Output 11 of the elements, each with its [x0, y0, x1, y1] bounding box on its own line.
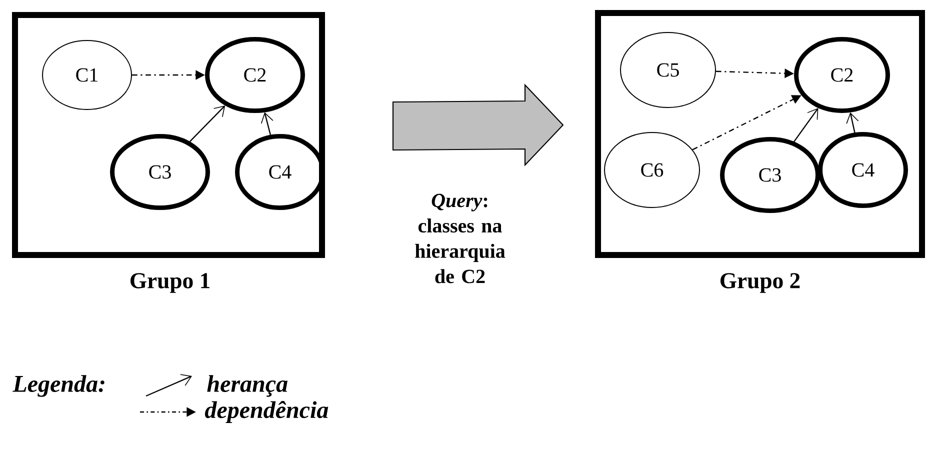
arrow: [794, 108, 818, 142]
group-title: Grupo 2: [720, 273, 800, 293]
arrow: [260, 112, 274, 136]
arrow: [189, 105, 226, 142]
group-title: Grupo 1: [130, 273, 210, 293]
arrow: [846, 112, 859, 133]
legend-text: herança: [207, 375, 288, 397]
legend-heading: Legenda:: [12, 375, 104, 397]
legend-text: dependência: [205, 401, 328, 424]
block-arrow: [392, 84, 564, 166]
edge-label: Query: classes na hierarquia de C2: [415, 194, 506, 284]
